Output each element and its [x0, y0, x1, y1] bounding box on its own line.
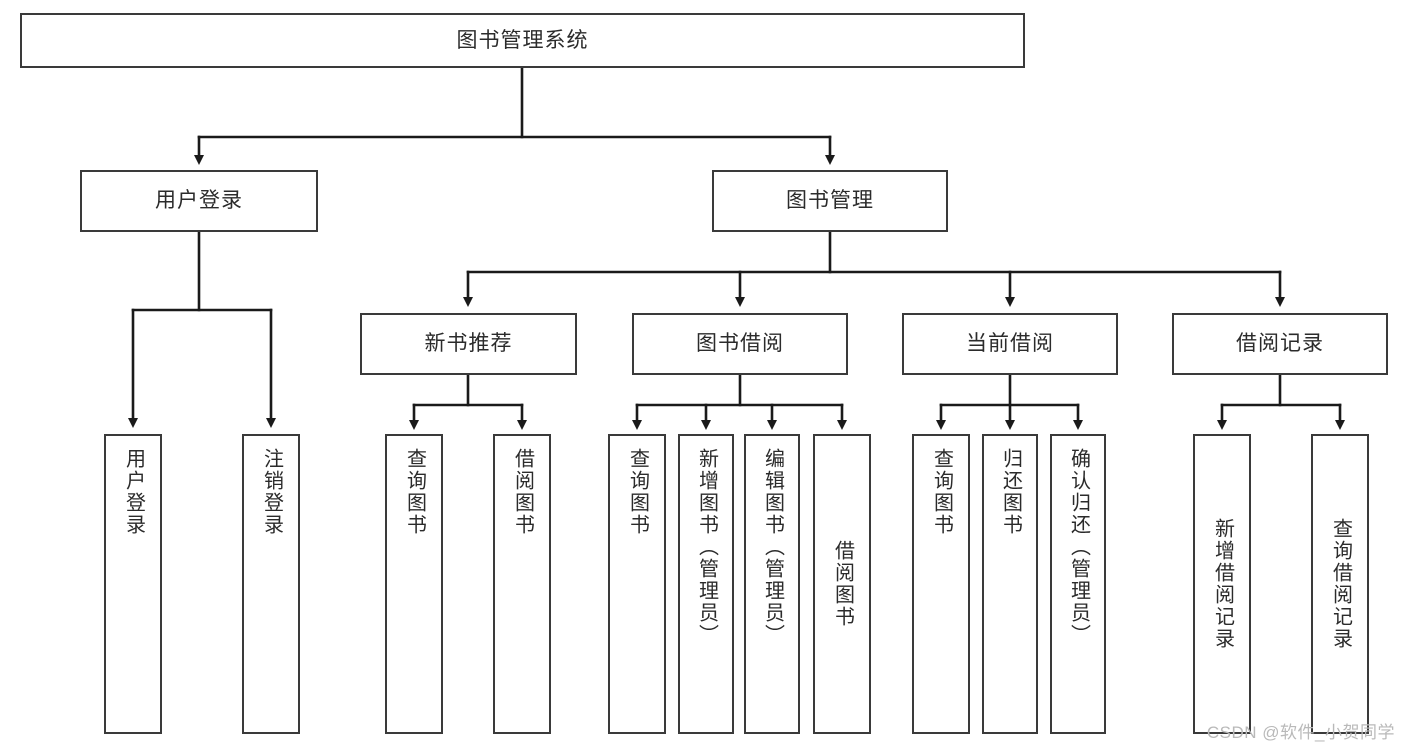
leaf-new-book-2-label: 借阅图书 — [511, 448, 534, 536]
watermark: CSDN @软件_小贺同学 — [1206, 723, 1395, 742]
leaf-book-borrow-2-label: 新增图书（管理员） — [695, 448, 718, 646]
leaf-borrow-record-1-label: 新增借阅记录 — [1211, 518, 1234, 650]
leaf-current-borrow-3[interactable]: 确认归还（管理员） — [1050, 434, 1106, 734]
leaf-current-borrow-2[interactable]: 归还图书 — [982, 434, 1038, 734]
leaf-current-borrow-1[interactable]: 查询图书 — [912, 434, 970, 734]
leaf-borrow-record-2-label: 查询借阅记录 — [1329, 518, 1352, 650]
leaf-book-borrow-1-label: 查询图书 — [626, 448, 649, 536]
node-current-borrow[interactable]: 当前借阅 — [902, 313, 1118, 375]
node-root-label: 图书管理系统 — [456, 28, 589, 52]
node-book-manage-label: 图书管理 — [786, 189, 874, 213]
leaf-book-borrow-1[interactable]: 查询图书 — [608, 434, 666, 734]
node-book-manage[interactable]: 图书管理 — [712, 170, 948, 232]
leaf-book-borrow-4[interactable]: 借阅图书 — [813, 434, 871, 734]
leaf-new-book-1[interactable]: 查询图书 — [385, 434, 443, 734]
leaf-user-login-1-label: 用户登录 — [122, 448, 145, 536]
node-root[interactable]: 图书管理系统 — [20, 13, 1025, 68]
leaf-book-borrow-2[interactable]: 新增图书（管理员） — [678, 434, 734, 734]
leaf-book-borrow-3[interactable]: 编辑图书（管理员） — [744, 434, 800, 734]
leaf-current-borrow-1-label: 查询图书 — [930, 448, 953, 536]
leaf-book-borrow-3-label: 编辑图书（管理员） — [761, 448, 784, 646]
node-user-login-label: 用户登录 — [155, 189, 243, 213]
leaf-user-login-1[interactable]: 用户登录 — [104, 434, 162, 734]
leaf-borrow-record-2[interactable]: 查询借阅记录 — [1311, 434, 1369, 734]
node-book-borrow[interactable]: 图书借阅 — [632, 313, 848, 375]
node-book-borrow-label: 图书借阅 — [696, 332, 784, 356]
leaf-borrow-record-1[interactable]: 新增借阅记录 — [1193, 434, 1251, 734]
node-new-book-recommend[interactable]: 新书推荐 — [360, 313, 577, 375]
leaf-user-login-2[interactable]: 注销登录 — [242, 434, 300, 734]
node-borrow-record-label: 借阅记录 — [1236, 332, 1324, 356]
leaf-current-borrow-3-label: 确认归还（管理员） — [1067, 448, 1090, 646]
leaf-new-book-2[interactable]: 借阅图书 — [493, 434, 551, 734]
leaf-user-login-2-label: 注销登录 — [260, 448, 283, 536]
leaf-new-book-1-label: 查询图书 — [403, 448, 426, 536]
node-borrow-record[interactable]: 借阅记录 — [1172, 313, 1388, 375]
node-user-login[interactable]: 用户登录 — [80, 170, 318, 232]
node-new-book-recommend-label: 新书推荐 — [424, 332, 513, 356]
leaf-current-borrow-2-label: 归还图书 — [999, 448, 1022, 536]
leaf-book-borrow-4-label: 借阅图书 — [831, 540, 854, 628]
node-current-borrow-label: 当前借阅 — [966, 332, 1054, 356]
